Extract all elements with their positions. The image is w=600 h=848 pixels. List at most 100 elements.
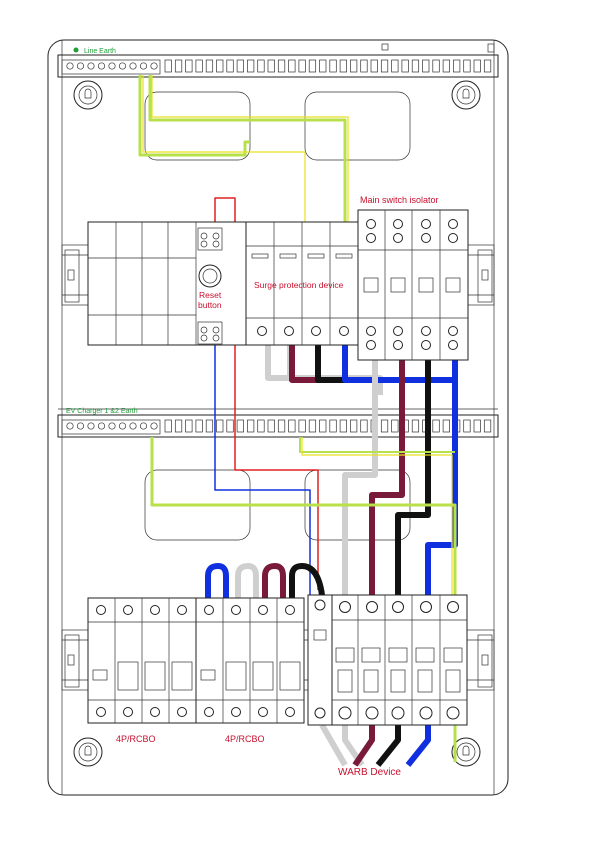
top-earth-bar: Line Earth	[57, 43, 499, 78]
terminal-screw-icon	[76, 62, 85, 70]
keyhole-mount-icon	[73, 80, 103, 110]
rcbo-left: 4P/RCBO	[87, 597, 197, 744]
terminal-slot	[164, 59, 172, 73]
terminal-slot	[339, 59, 347, 73]
terminal-slot	[247, 59, 255, 73]
rcbo-right-label: 4P/RCBO	[225, 734, 265, 744]
terminal-slot	[298, 59, 306, 73]
ev-charger-earth-bar: EV Charger 1 &2 Earth	[57, 408, 499, 438]
terminal-screw-icon	[108, 422, 116, 430]
terminal-slot	[380, 419, 389, 433]
terminal-slot	[257, 419, 265, 433]
terminal-slot	[380, 59, 389, 73]
terminal-slot	[277, 419, 286, 433]
terminal-screw-icon	[108, 62, 116, 70]
terminal-slot	[185, 59, 193, 73]
keyhole-mount-icon	[451, 80, 481, 110]
terminal-slot	[473, 59, 481, 73]
surge-protection-device: Surge protection device	[245, 221, 359, 346]
terminal-slot	[174, 419, 183, 433]
button-label: button	[198, 300, 222, 310]
rcbo-left-label: 4P/RCBO	[116, 734, 156, 744]
terminal-slot	[308, 59, 317, 73]
terminal-slot	[360, 59, 368, 73]
terminal-slot	[288, 59, 296, 73]
terminal-slot	[164, 419, 172, 433]
terminal-screw-icon	[87, 62, 95, 70]
main-switch-isolator: Main switch isolator	[357, 195, 469, 361]
ev-charger-earth-label: EV Charger 1 &2 Earth	[66, 408, 138, 415]
terminal-slot	[463, 419, 471, 433]
terminal-slot	[442, 59, 450, 73]
terminal-slot	[216, 59, 224, 73]
terminal-slot	[195, 59, 203, 73]
terminal-slot	[329, 59, 337, 73]
terminal-screw-icon	[139, 62, 148, 70]
terminal-screw-icon	[66, 422, 74, 430]
terminal-slot	[432, 59, 440, 73]
terminal-screw-icon	[139, 422, 148, 430]
terminal-slot	[236, 419, 244, 433]
terminal-slot	[453, 59, 461, 73]
terminal-screw-icon	[129, 62, 137, 70]
terminal-screw-icon	[76, 422, 85, 430]
terminal-slot	[267, 59, 275, 73]
terminal-slot	[308, 419, 317, 433]
terminal-slot	[267, 419, 275, 433]
terminal-slot	[277, 59, 286, 73]
knockouts	[144, 91, 411, 541]
terminal-slot	[483, 419, 492, 433]
rcbo-right: 4P/RCBO	[195, 597, 305, 744]
line-earth-label: Line Earth	[84, 48, 116, 55]
terminal-slot	[370, 59, 378, 73]
terminal-slot	[185, 419, 193, 433]
terminal-slot	[391, 59, 399, 73]
warb-device: WARB Device	[307, 594, 468, 778]
terminal-screw-icon	[150, 422, 158, 430]
terminal-slot	[473, 419, 481, 433]
terminal-slot	[350, 59, 358, 73]
terminal-slot	[360, 419, 368, 433]
terminal-slot	[236, 59, 244, 73]
terminal-slot	[391, 419, 399, 433]
main-switch-isolator-label: Main switch isolator	[360, 195, 439, 205]
terminal-screw-icon	[87, 422, 95, 430]
terminal-slot	[298, 419, 306, 433]
terminal-screw-icon	[66, 62, 74, 70]
terminal-screw-icon	[150, 62, 158, 70]
terminal-slot	[432, 419, 440, 433]
terminal-slot	[442, 419, 450, 433]
terminal-slot	[483, 59, 492, 73]
terminal-screw-icon	[129, 422, 137, 430]
wiring	[138, 75, 458, 767]
main-rcd-device: Reset button	[87, 221, 247, 346]
terminal-slot	[205, 59, 214, 73]
terminal-screw-icon	[97, 62, 106, 70]
terminal-slot	[288, 419, 296, 433]
terminal-screw-icon	[118, 422, 127, 430]
terminal-slot	[422, 59, 430, 73]
keyhole-mount-icon	[73, 737, 103, 767]
terminal-slot	[174, 59, 183, 73]
terminal-slot	[319, 419, 327, 433]
terminal-slot	[411, 419, 420, 433]
terminal-slot	[339, 419, 347, 433]
terminal-slot	[247, 419, 255, 433]
terminal-slot	[216, 419, 224, 433]
terminal-slot	[195, 419, 203, 433]
reset-button-icon[interactable]	[198, 264, 222, 288]
terminal-screw-icon	[97, 422, 106, 430]
terminal-slot	[205, 419, 214, 433]
terminal-screw-icon	[118, 62, 127, 70]
terminal-slot	[411, 59, 420, 73]
terminal-slot	[401, 59, 409, 73]
terminal-slot	[226, 419, 234, 433]
terminal-slot	[329, 419, 337, 433]
reset-label: Reset	[199, 290, 222, 300]
terminal-slot	[226, 59, 234, 73]
surge-protection-label: Surge protection device	[254, 280, 344, 290]
terminal-slot	[463, 59, 471, 73]
terminal-slot	[257, 59, 265, 73]
warb-device-label: WARB Device	[338, 767, 401, 778]
